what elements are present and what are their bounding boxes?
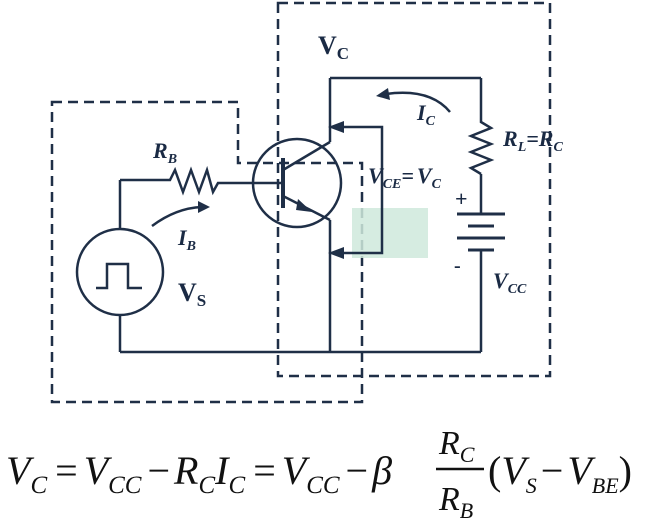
input-boundary-box — [50, 100, 364, 404]
vcc-label: VCC — [493, 268, 527, 297]
ic-label: IC — [416, 100, 436, 129]
vs-label: VS — [178, 278, 206, 310]
vce-label: VCE=VC — [368, 163, 442, 192]
wires — [118, 76, 483, 354]
vc-label: VC — [318, 31, 349, 63]
collector-voltage-equation: VC=VCC−RCIC=VCC−β RC RB (VS−VBE) — [6, 425, 632, 523]
rl-rc-label: RL=RC — [502, 126, 563, 155]
ib-label: IB — [177, 225, 196, 254]
rb-label: RB — [152, 138, 177, 167]
voltage-source-vs — [75, 227, 165, 317]
dashed-boxes — [50, 1, 552, 404]
highlight-region — [352, 208, 428, 258]
battery-plus-label: + — [455, 186, 468, 211]
vce-arrow-top-icon — [328, 121, 344, 133]
ic-arrow-head-icon — [376, 88, 390, 100]
vce-arrow-bottom-icon — [328, 247, 344, 259]
output-boundary-box — [276, 1, 552, 378]
resistor-rb — [165, 165, 220, 196]
battery-minus-label: - — [454, 255, 461, 277]
resistor-rl — [467, 118, 495, 176]
svg-text:RB: RB — [438, 481, 473, 523]
emitter-arrow-icon — [296, 199, 312, 212]
ib-arrow-head-icon — [198, 201, 210, 213]
transistor-npn — [251, 130, 343, 229]
ib-current-arrow — [151, 205, 203, 228]
svg-text:VC=VCC−RCIC=VCC−β: VC=VCC−RCIC=VCC−β — [6, 448, 392, 499]
vce-bracket — [340, 125, 384, 255]
ic-current-arrow — [385, 91, 451, 113]
svg-text:RC: RC — [438, 425, 475, 467]
battery-vcc — [457, 212, 505, 252]
svg-text:(VS−VBE): (VS−VBE) — [488, 448, 632, 498]
